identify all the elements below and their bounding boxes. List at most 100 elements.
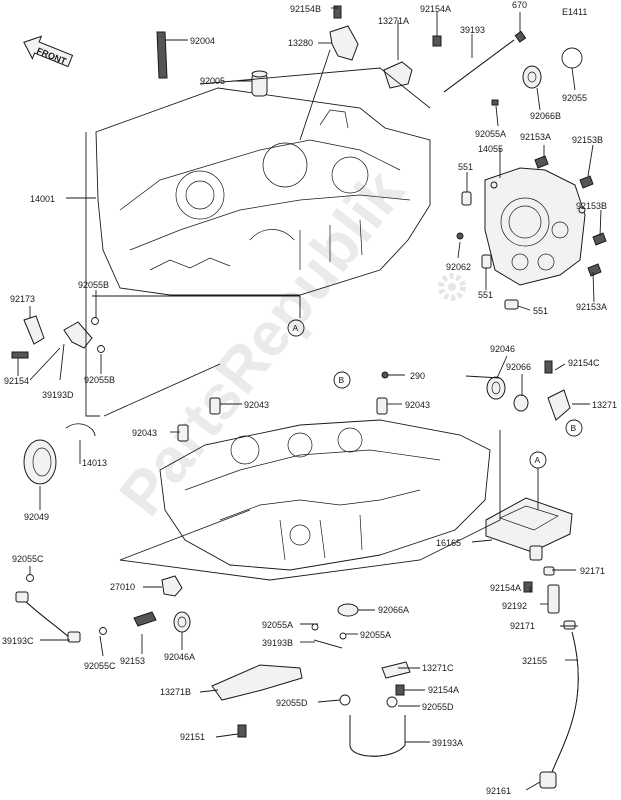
bolt-icon: [523, 581, 533, 593]
oil-seal-92049: [23, 439, 57, 485]
bracket-13280: [329, 5, 359, 61]
part-label: 92055A: [475, 129, 506, 139]
part-label: 14013: [82, 458, 107, 468]
switch-27010: [161, 575, 183, 597]
hose-39193b: [313, 639, 343, 649]
part-label: 92055B: [78, 280, 109, 290]
part-label: 39193B: [262, 638, 293, 648]
part-label: 92153A: [520, 132, 551, 142]
part-label: 92043: [405, 400, 430, 410]
dowel-pin: [376, 397, 388, 415]
bolt-group: [534, 155, 607, 277]
o-ring: [561, 47, 583, 69]
watermark: PartsRepublik: [107, 157, 418, 528]
callout-b-middle: B: [333, 371, 351, 389]
bracket-13271a: [383, 61, 413, 89]
part-label: 92055A: [360, 630, 391, 640]
oil-seal-92046: [486, 376, 506, 400]
o-ring: [97, 345, 105, 353]
callout-a-right: A: [529, 451, 547, 469]
gear-92066b: [522, 65, 542, 89]
part-label: 92066A: [378, 605, 409, 615]
part-label: 92192: [502, 601, 527, 611]
front-arrow-icon: [23, 35, 74, 68]
stud-bolt: [156, 31, 168, 79]
part-label: 92043: [244, 400, 269, 410]
bolt-icon: [395, 684, 405, 696]
hose-39193d: [63, 321, 93, 349]
bolt-icon: [237, 724, 247, 738]
part-label: 92055B: [84, 375, 115, 385]
part-label: 39193: [460, 25, 485, 35]
part-label: 92055C: [84, 661, 116, 671]
bushing-92066: [513, 394, 529, 412]
part-label: 92055: [562, 93, 587, 103]
bolt-icon: [133, 611, 157, 627]
callout-b-right: B: [565, 419, 583, 437]
bolt-icon: [544, 360, 553, 374]
callout-letter: B: [339, 375, 345, 385]
clamp-92171: [563, 620, 576, 630]
dowel-pin: [177, 424, 189, 442]
part-label: 92173: [10, 294, 35, 304]
part-label: 92161: [486, 786, 511, 796]
shift-shaft: [443, 30, 527, 93]
part-label: 13271C: [422, 663, 454, 673]
o-ring: [91, 317, 99, 325]
o-ring: [386, 696, 398, 708]
oil-seal-92046a: [173, 611, 191, 633]
clamp-92171: [543, 566, 555, 576]
part-label: 551: [458, 162, 473, 172]
dowel-pin: [461, 191, 472, 206]
part-label: 290: [410, 371, 425, 381]
part-label: 13271B: [160, 687, 191, 697]
plug-icon: [456, 232, 464, 240]
callout-letter: A: [293, 323, 299, 333]
o-ring: [311, 623, 319, 631]
dowel-pin: [481, 254, 492, 269]
watermark-gear-icon: [438, 273, 466, 301]
part-label: 14055: [478, 144, 503, 154]
part-label: 39193D: [42, 390, 74, 400]
o-ring: [339, 632, 347, 640]
part-label: 92049: [24, 512, 49, 522]
part-label: 92153B: [576, 201, 607, 211]
part-label: 27010: [110, 582, 135, 592]
oil-hose-32155: [551, 631, 579, 773]
upper-crankcase: [95, 87, 431, 296]
o-ring: [99, 627, 107, 635]
bracket-13271: [547, 389, 571, 421]
hose-39193a: [349, 715, 406, 757]
oil-strainer-16165: [485, 497, 573, 561]
plate-13271b: [211, 664, 303, 701]
part-label: 92046: [490, 344, 515, 354]
part-label: 92055C: [12, 554, 44, 564]
part-label: 14001: [30, 194, 55, 204]
part-label: 551: [478, 290, 493, 300]
part-label: 92171: [510, 621, 535, 631]
part-label: 92066: [506, 362, 531, 372]
hose-39193c: [15, 591, 81, 643]
callout-letter: A: [535, 455, 541, 465]
o-ring: [26, 574, 34, 582]
oil-hose-inner: [551, 631, 579, 773]
part-label: 92153A: [576, 302, 607, 312]
seal-icon: [491, 99, 499, 106]
pipe-92192: [547, 584, 560, 614]
part-label: 92055D: [276, 698, 308, 708]
part-label: 670: [512, 0, 527, 10]
part-label: 92154A: [428, 685, 459, 695]
callout-a-upper: A: [287, 319, 305, 337]
part-label: 92055A: [262, 620, 293, 630]
part-label: 92062: [446, 262, 471, 272]
leader-lines: [17, 7, 602, 791]
part-label: 92055D: [422, 702, 454, 712]
part-label: 32155: [522, 656, 547, 666]
plug-icon: [381, 371, 389, 379]
circlip-14013: [65, 423, 96, 437]
part-label: 92154C: [568, 358, 600, 368]
bolt-icon: [432, 35, 442, 47]
part-label: 16165: [436, 538, 461, 548]
